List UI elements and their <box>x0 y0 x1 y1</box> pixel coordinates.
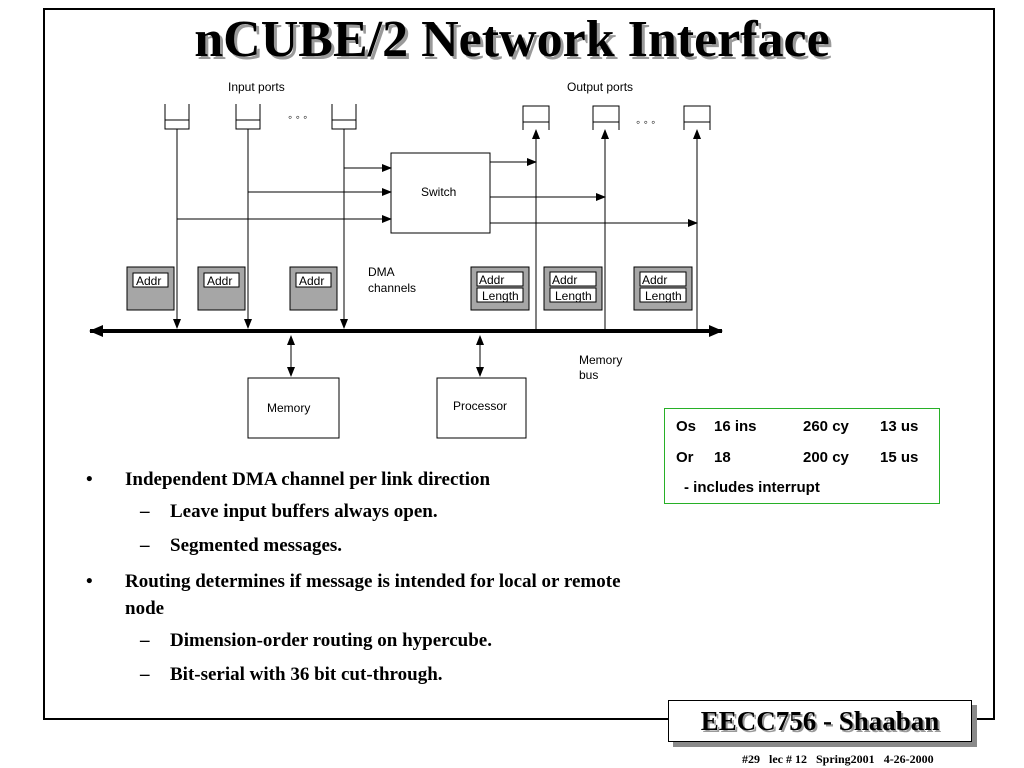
slide-title: nCUBE/2 Network Interface <box>194 11 830 68</box>
output-ellipsis: ◦ ◦ ◦ <box>636 115 655 129</box>
output-port <box>592 105 620 130</box>
course-banner: EECC756 - Shaaban <box>668 700 972 742</box>
sub-bullet-mark: – <box>140 630 150 651</box>
bullet-text: Independent DMA channel per link directi… <box>125 469 491 490</box>
memory-bus-label-2: bus <box>579 368 598 382</box>
addr-label: Addr <box>479 273 504 287</box>
perf-count: 18 <box>714 449 731 466</box>
dma-channel-output: Addr Length <box>470 266 530 311</box>
perf-cycles: 260 cy <box>803 418 849 435</box>
perf-cycles: 200 cy <box>803 449 849 466</box>
addr-label: Addr <box>552 273 577 287</box>
slide-frame <box>43 8 995 720</box>
addr-label: Addr <box>207 274 232 288</box>
addr-label: Addr <box>642 273 667 287</box>
perf-note: - includes interrupt <box>684 479 820 496</box>
length-label: Length <box>482 289 519 303</box>
input-ports-label: Input ports <box>228 80 285 94</box>
length-label: Length <box>645 289 682 303</box>
sub-bullet-item: – Dimension-order routing on hypercube. <box>84 629 664 653</box>
lecture-number: lec # 12 <box>769 752 807 766</box>
memory-bus-label: Memory <box>579 353 622 367</box>
sub-bullet-mark: – <box>140 501 150 522</box>
term: Spring2001 <box>816 752 875 766</box>
output-port <box>683 105 711 130</box>
perf-time: 15 us <box>880 449 919 466</box>
sub-bullet-text: Leave input buffers always open. <box>170 501 438 522</box>
sub-bullet-text: Bit-serial with 36 bit cut-through. <box>170 664 443 685</box>
slide-number: #29 <box>742 752 760 766</box>
date: 4-26-2000 <box>883 752 934 766</box>
bullet-list: • Independent DMA channel per link direc… <box>84 466 664 697</box>
input-port <box>164 104 190 130</box>
processor-box <box>436 377 527 439</box>
output-ports-label: Output ports <box>567 80 633 94</box>
sub-bullet-mark: – <box>140 535 150 556</box>
memory-label: Memory <box>267 401 310 415</box>
dma-channel-output: Addr Length <box>633 266 693 311</box>
dma-channel-output: Addr Length <box>543 266 603 311</box>
bullet-text: Routing determines if message is intende… <box>125 571 621 619</box>
dma-label: DMA <box>368 265 395 279</box>
addr-label: Addr <box>299 274 324 288</box>
output-port <box>522 105 550 130</box>
dma-channels-label: channels <box>368 281 416 295</box>
switch-label: Switch <box>421 185 456 199</box>
perf-count: 16 ins <box>714 418 757 435</box>
length-label: Length <box>555 289 592 303</box>
sub-bullet-text: Dimension-order routing on hypercube. <box>170 630 492 651</box>
bullet-item: • Independent DMA channel per link direc… <box>84 466 664 493</box>
dma-channel-input: Addr <box>197 266 246 311</box>
switch-box <box>390 152 491 234</box>
sub-bullet-item: – Leave input buffers always open. <box>84 500 664 524</box>
dma-channel-input: Addr <box>289 266 338 311</box>
input-port <box>331 104 357 130</box>
bullet-mark: • <box>86 571 93 592</box>
bullet-mark: • <box>86 469 93 490</box>
input-ellipsis: ◦ ◦ ◦ <box>288 110 307 124</box>
sub-bullet-item: – Segmented messages. <box>84 534 664 558</box>
input-port <box>235 104 261 130</box>
bullet-item: • Routing determines if message is inten… <box>84 568 664 622</box>
sub-bullet-text: Segmented messages. <box>170 535 343 556</box>
footer-info: #29 lec # 12 Spring2001 4-26-2000 <box>742 752 940 767</box>
course-title: EECC756 - Shaaban <box>700 706 940 736</box>
memory-box <box>247 377 340 439</box>
addr-label: Addr <box>136 274 161 288</box>
processor-label: Processor <box>453 399 507 413</box>
perf-op: Os <box>676 418 697 435</box>
sub-bullet-mark: – <box>140 664 150 685</box>
performance-table: Os 16 ins 260 cy 13 us Or 18 200 cy 15 u… <box>664 408 940 504</box>
dma-channel-input: Addr <box>126 266 175 311</box>
perf-time: 13 us <box>880 418 919 435</box>
sub-bullet-item: – Bit-serial with 36 bit cut-through. <box>84 663 664 687</box>
perf-op: Or <box>676 449 694 466</box>
